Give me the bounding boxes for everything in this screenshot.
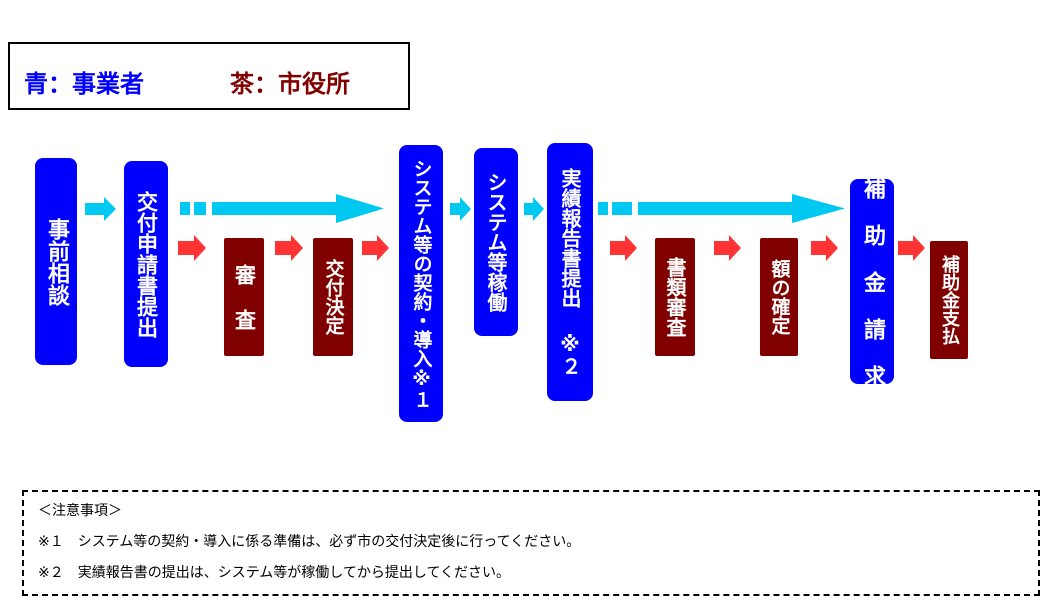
step-report-submission-label: 実績報告書提出 ※２ [558, 168, 582, 376]
arrow-report-to-docreview [610, 235, 637, 261]
note-1: ※１ システム等の契約・導入に係る準備は、必ず市の交付決定後に行ってください。 [38, 534, 581, 550]
arrow-docreview-to-amount [714, 235, 741, 261]
step-application-submission: 交付申請書提出 [124, 161, 168, 367]
arrow-report-to-request [638, 194, 845, 223]
step-amount-confirmation: 額の確定 [760, 238, 798, 356]
step-document-review: 書類審査 [655, 238, 695, 356]
arrow-application-to-contract [212, 194, 384, 223]
step-report-submission: 実績報告書提出 ※２ [547, 143, 593, 401]
arrow-review-to-decision [275, 235, 303, 261]
step-subsidy-request: 補 助 金 請 求 [850, 176, 894, 387]
step-subsidy-payment: 補助金支払 [930, 241, 968, 359]
arrow-contract-to-operation [450, 197, 471, 221]
step-system-operation: システム等稼働 [474, 148, 518, 336]
legend-applicant: 青：事業者 [24, 70, 144, 98]
step-grant-decision: 交付決定 [313, 238, 353, 356]
arrow-amount-to-request [811, 235, 838, 261]
step-amount-confirmation-label: 額の確定 [768, 259, 791, 335]
arrow-dash-1 [180, 202, 190, 215]
step-subsidy-payment-label: 補助金支払 [939, 255, 960, 345]
step-system-operation-label: システム等稼働 [484, 172, 508, 312]
step-subsidy-request-label: 補 助 金 請 求 [860, 176, 885, 387]
step-review-label: 審 査 [232, 264, 257, 330]
step-grant-decision-label: 交付決定 [322, 259, 345, 335]
step-pre-consultation: 事前相談 [35, 158, 77, 365]
arrow-dash-2 [194, 202, 206, 215]
step-pre-consultation-label: 事前相談 [44, 217, 69, 306]
step-system-contract: システム等の契約・導入※１ [399, 145, 443, 422]
arrow-pre-to-application [85, 197, 116, 221]
arrow-operation-to-report [524, 197, 544, 221]
legend-city-office: 茶：市役所 [230, 70, 350, 98]
step-document-review-label: 書類審査 [663, 257, 687, 337]
arrow-application-to-review [178, 235, 206, 261]
note-2: ※２ 実績報告書の提出は、システム等が稼働してから提出してください。 [38, 565, 511, 581]
step-system-contract-label: システム等の契約・導入※１ [410, 158, 433, 409]
step-application-submission-label: 交付申請書提出 [134, 190, 159, 338]
step-review: 審 査 [224, 238, 264, 356]
arrow-request-to-payment [898, 235, 925, 261]
arrow-decision-to-contract [362, 235, 389, 261]
legend-box: 青：事業者 茶：市役所 [8, 42, 410, 110]
arrow-dash-4 [612, 202, 632, 215]
arrow-dash-3 [598, 202, 608, 215]
notes-heading: ＜注意事項＞ [38, 503, 122, 519]
notes-box: ＜注意事項＞ ※１ システム等の契約・導入に係る準備は、必ず市の交付決定後に行っ… [22, 490, 1040, 596]
